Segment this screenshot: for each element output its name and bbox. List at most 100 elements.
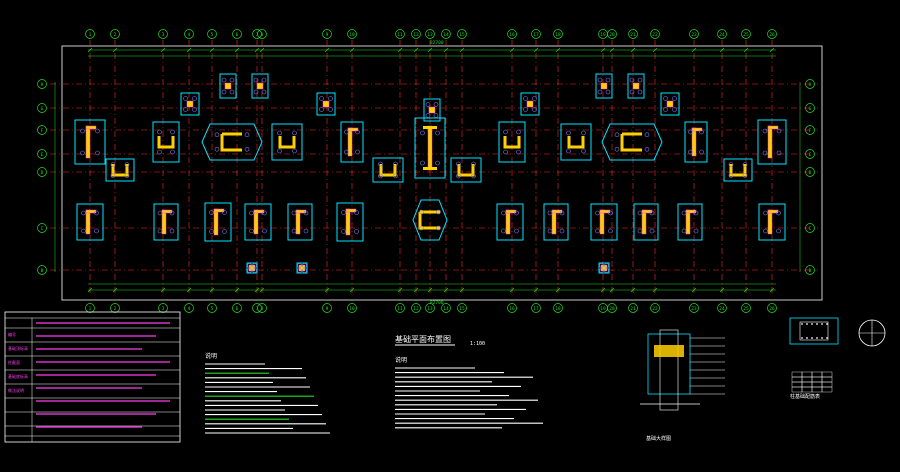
axis-label-bottom-6: 7 bbox=[256, 306, 259, 312]
axis-bubble-bottom-24 bbox=[741, 303, 751, 313]
table-cell-2-1 bbox=[801, 381, 813, 388]
axis-label-top-14: 15 bbox=[459, 32, 465, 38]
rebar-5 bbox=[826, 323, 828, 325]
footing-up-6 bbox=[595, 73, 613, 99]
footing-outline-up-3 bbox=[316, 92, 336, 116]
footing-outline-rowc-3 bbox=[244, 203, 272, 241]
rebar-2 bbox=[811, 323, 813, 325]
footing-up-0 bbox=[180, 92, 200, 116]
pile-rowc-8-0 bbox=[595, 210, 600, 216]
footing-row1-1 bbox=[152, 121, 180, 163]
pile-rowd-1-0 bbox=[378, 161, 383, 167]
axis-bubble-bottom-22 bbox=[689, 303, 699, 313]
pile-tiny-0-3 bbox=[252, 268, 257, 273]
axis-label-bottom-0: 1 bbox=[89, 306, 92, 312]
footing-rowd-2 bbox=[450, 157, 482, 183]
pile-row1-4-2 bbox=[503, 149, 508, 155]
axis-bubble-top-12 bbox=[425, 29, 435, 39]
pile-rowc-2-0 bbox=[209, 210, 214, 215]
table-cell-3-3 bbox=[821, 386, 833, 393]
axis-label-top-24: 25 bbox=[743, 32, 749, 38]
dim-tick-bot-12 bbox=[427, 287, 433, 293]
pile-hex-c-3 bbox=[436, 225, 441, 231]
axis-label-bottom-15: 16 bbox=[509, 306, 515, 312]
axis-label-bottom-25: 26 bbox=[769, 306, 775, 312]
column-web-rowc-5 bbox=[345, 208, 351, 236]
pile-up-4-3 bbox=[433, 113, 439, 118]
dim-tick-bot-17 bbox=[555, 287, 561, 293]
column-u-rowd-3 bbox=[729, 164, 747, 177]
axis-bubble-bottom-23 bbox=[717, 303, 727, 313]
pile-row1-6-0 bbox=[688, 129, 693, 135]
axis-label-bottom-18: 19 bbox=[600, 306, 606, 312]
footing-tiny-1 bbox=[296, 262, 308, 274]
pile-row1-0-3 bbox=[95, 150, 100, 156]
axis-label-right-6: B bbox=[809, 268, 812, 274]
table-cell-0-3 bbox=[821, 371, 833, 378]
column-u-row1-2 bbox=[278, 136, 296, 149]
table-cell-2-3 bbox=[821, 381, 833, 388]
pile-row1-1-0 bbox=[157, 129, 162, 135]
footing-outline-rowc-8 bbox=[590, 203, 618, 241]
footing-outline-rowd-3 bbox=[723, 158, 753, 182]
pile-rowc-7-2 bbox=[547, 228, 553, 234]
axis-label-right-4: D bbox=[809, 170, 812, 176]
axis-bubble-right-6 bbox=[805, 265, 815, 275]
rebar-6 bbox=[801, 337, 803, 339]
column-square-up-5 bbox=[526, 100, 534, 108]
dim-tick-top-5 bbox=[234, 47, 240, 53]
footing-up-5 bbox=[520, 92, 540, 116]
pile-rowc-4-1 bbox=[303, 210, 309, 216]
axis-label-right-2: F bbox=[809, 128, 812, 134]
axis-label-top-6: 7 bbox=[256, 32, 259, 38]
footing-row1-6 bbox=[684, 121, 708, 163]
pile-center-0 bbox=[420, 130, 425, 136]
footing-up-1 bbox=[219, 73, 237, 99]
dim-tick-bot-1 bbox=[112, 287, 118, 293]
dim-tick-top-4 bbox=[209, 47, 215, 53]
dim-tick-bot-9 bbox=[349, 287, 355, 293]
axis-bubble-top-23 bbox=[717, 29, 727, 39]
table-cell-3-0 bbox=[791, 386, 803, 393]
table-cell-3-1 bbox=[801, 386, 813, 393]
pile-row1-3-1 bbox=[355, 129, 360, 135]
axis-label-top-3: 4 bbox=[188, 32, 191, 38]
column-square-up-4 bbox=[428, 106, 436, 114]
footing-outline-rowc-1 bbox=[153, 203, 179, 241]
dim-tick-top-25 bbox=[769, 47, 775, 53]
footing-outline-tiny-2 bbox=[598, 262, 610, 274]
axis-label-top-11: 12 bbox=[413, 32, 419, 38]
pile-up-5-0 bbox=[523, 96, 528, 101]
pile-hex-c-0 bbox=[419, 209, 424, 215]
column-web-rowc-6 bbox=[505, 209, 511, 235]
footing-rowc-4 bbox=[287, 203, 313, 241]
axis-bubble-bottom-3 bbox=[184, 303, 194, 313]
pile-up-6-3 bbox=[605, 89, 611, 95]
pile-rowc-9-0 bbox=[637, 210, 643, 216]
axis-label-left-3: E bbox=[41, 152, 44, 158]
footing-row1-4 bbox=[498, 121, 526, 163]
pile-tiny-1-0 bbox=[297, 263, 302, 268]
footing-outline-up-4 bbox=[423, 98, 441, 122]
footing-rowc-2 bbox=[204, 202, 232, 242]
pile-center-3 bbox=[435, 160, 440, 166]
footing-outline-tiny-0 bbox=[246, 262, 258, 274]
footing-outline-rowd-0 bbox=[105, 158, 135, 182]
column-flange-rowc-11 bbox=[767, 209, 779, 214]
pile-rowd-2-2 bbox=[456, 173, 461, 179]
footing-rowc-5 bbox=[336, 202, 364, 242]
dim-tick-top-6 bbox=[254, 47, 260, 53]
column-u-rowd-1 bbox=[379, 164, 397, 177]
axis-bubble-top-13 bbox=[441, 29, 451, 39]
pile-rowd-2-0 bbox=[456, 161, 461, 167]
pile-up-0-1 bbox=[192, 96, 197, 101]
footing-outline-rowc-7 bbox=[543, 203, 569, 241]
footing-outline-rowc-10 bbox=[677, 203, 703, 241]
axis-label-top-21: 22 bbox=[652, 32, 658, 38]
notes-block-2 bbox=[395, 367, 543, 429]
axis-label-bottom-2: 3 bbox=[162, 306, 165, 312]
axis-bubble-bottom-10 bbox=[395, 303, 405, 313]
axis-bubble-bottom-12 bbox=[425, 303, 435, 313]
axis-label-top-0: 1 bbox=[89, 32, 92, 38]
pile-up-3-2 bbox=[319, 107, 324, 112]
